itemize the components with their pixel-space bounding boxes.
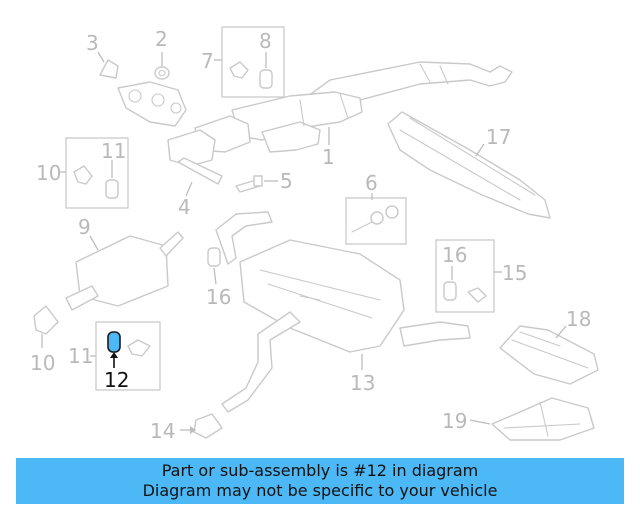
part-7-hardware[interactable] [229, 61, 273, 89]
part-10-hardware[interactable] [73, 165, 119, 199]
assembly-box-11 [95, 321, 161, 391]
part-12-gasket[interactable] [107, 331, 121, 353]
callout-11[interactable]: 11 [101, 139, 126, 163]
callout-10[interactable]: 10 [36, 161, 61, 185]
part-19-shield[interactable] [491, 397, 595, 441]
part-4-bracket[interactable] [177, 157, 223, 185]
part-10-flange[interactable] [33, 305, 59, 335]
callout-7[interactable]: 7 [201, 49, 214, 73]
assembly-box-7 [221, 26, 285, 98]
callout-6[interactable]: 6 [365, 171, 378, 195]
callout-15[interactable]: 15 [502, 261, 527, 285]
part-5-bolt[interactable] [235, 175, 263, 193]
callout-18[interactable]: 18 [566, 307, 591, 331]
part-13-muffler[interactable] [215, 211, 471, 413]
callout-16[interactable]: 16 [206, 285, 231, 309]
callout-9[interactable]: 9 [78, 215, 91, 239]
part-18-heat-shield[interactable] [499, 325, 599, 385]
callout-3[interactable]: 3 [86, 31, 99, 55]
part-14-tip[interactable] [193, 413, 223, 439]
callout-5[interactable]: 5 [280, 169, 293, 193]
part-2-nut[interactable] [154, 66, 170, 80]
part-6-clamp[interactable] [351, 205, 399, 233]
callout-4[interactable]: 4 [178, 195, 191, 219]
banner-line-2: Diagram may not be specific to your vehi… [142, 481, 498, 500]
callout-1[interactable]: 1 [322, 145, 335, 169]
callout-17[interactable]: 17 [486, 125, 511, 149]
part-9-resonator[interactable] [65, 231, 184, 311]
callout-12[interactable]: 12 [104, 368, 129, 392]
callout-2[interactable]: 2 [155, 27, 168, 51]
info-banner: Part or sub-assembly is #12 in diagram D… [16, 458, 624, 504]
callout-16-right[interactable]: 16 [442, 243, 467, 267]
part-16-hanger[interactable] [207, 247, 221, 267]
exhaust-system-diagram: 1 2 3 7 8 [30, 26, 599, 443]
part-11-hardware[interactable] [127, 339, 151, 357]
callout-10-lower[interactable]: 10 [30, 351, 55, 375]
part-3-heat-shield[interactable] [99, 59, 119, 79]
part-1-front-pipe[interactable] [167, 61, 513, 167]
callout-13[interactable]: 13 [350, 371, 375, 395]
callout-19[interactable]: 19 [442, 409, 467, 433]
callout-14[interactable]: 14 [150, 419, 175, 443]
part-17-heat-shield[interactable] [387, 111, 551, 219]
manifold-flange [117, 81, 187, 127]
banner-line-1: Part or sub-assembly is #12 in diagram [161, 461, 479, 480]
callout-11-lower[interactable]: 11 [68, 344, 93, 368]
callout-8[interactable]: 8 [259, 29, 272, 53]
part-15-hardware[interactable] [443, 281, 487, 303]
